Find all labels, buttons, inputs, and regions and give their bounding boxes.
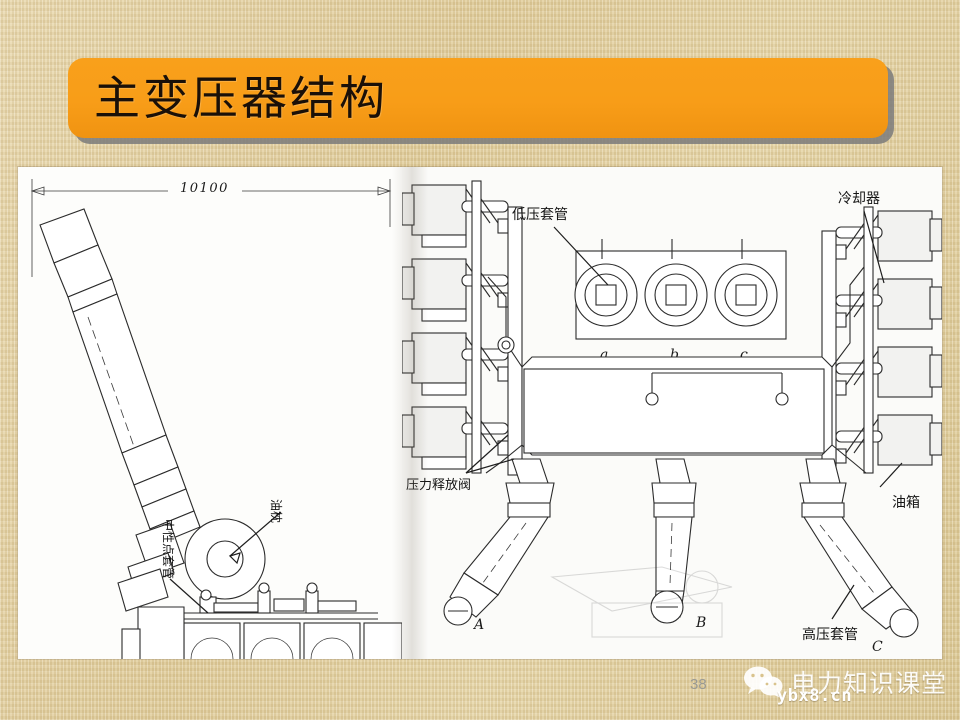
label-cooler-group: 冷却器: [838, 191, 885, 284]
hv-phase-mark-C: C: [872, 639, 883, 655]
wechat-icon: [744, 666, 783, 698]
page-title: 主变压器结构: [94, 71, 388, 125]
watermark-url: ybx8.cn: [777, 686, 853, 706]
cooler-stack-right: [821, 206, 942, 476]
label-conservator-group: 油枕: [228, 499, 284, 565]
figure-container: 10100: [18, 167, 942, 659]
hv-bushing-B: B: [650, 458, 706, 631]
main-tank-body: [521, 356, 833, 456]
label-lv-bushing: 低压套管: [512, 207, 568, 223]
phase-mark-c: c: [740, 347, 748, 363]
watermark: 电力知识课堂 ybx8.cn: [742, 660, 950, 706]
title-banner: 主变压器结构: [68, 58, 888, 138]
label-hv-bushing-group: 高压套管: [802, 584, 858, 643]
label-oil-tank-group: 油箱: [879, 462, 920, 511]
label-oil-tank: 油箱: [892, 495, 920, 511]
cooler-stack-left: [402, 180, 523, 476]
ghost-outlines: [550, 566, 733, 638]
watermark-brand: 电力知识课堂: [791, 669, 948, 698]
lv-bushing-b: [644, 263, 708, 327]
lv-bushing-assembly: a b c: [574, 239, 787, 363]
hv-phase-mark-A: A: [472, 617, 484, 633]
label-cooler: 冷却器: [838, 191, 880, 207]
transformer-side-elevation-drawing: 10100: [18, 167, 403, 659]
lv-bushing-a: [574, 263, 638, 327]
label-conservator: 油枕: [269, 499, 284, 523]
hv-bushing-A: A: [443, 458, 555, 633]
transformer-plan-view-drawing: a b c: [402, 167, 942, 659]
hv-bushing-inclined: [39, 208, 201, 612]
phase-mark-a: a: [600, 347, 608, 363]
hv-phase-mark-B: B: [695, 615, 706, 631]
tank-connection-lines: [485, 266, 867, 474]
hv-bushing-C: C: [799, 458, 919, 655]
top-pipework: [178, 582, 378, 620]
cooler-bank-group: [183, 622, 402, 659]
conservator-drum: [184, 518, 266, 600]
dimension-line-10100: 10100: [30, 179, 392, 277]
dimension-value: 10100: [180, 181, 229, 196]
label-pressure-relief-valve-group: 压力释放阀: [406, 434, 515, 493]
tank-body-left: [121, 606, 185, 659]
page-number: 38: [690, 676, 707, 693]
label-neutral-bushing-group: 中性点套管: [161, 519, 209, 614]
phase-mark-b: b: [670, 347, 679, 363]
label-neutral-bushing: 中性点套管: [161, 519, 176, 579]
label-hv-bushing: 高压套管: [802, 626, 858, 643]
label-pressure-relief-valve: 压力释放阀: [406, 478, 471, 493]
label-lv-bushing-group: 低压套管: [512, 207, 609, 286]
lv-bushing-c: [714, 263, 778, 327]
